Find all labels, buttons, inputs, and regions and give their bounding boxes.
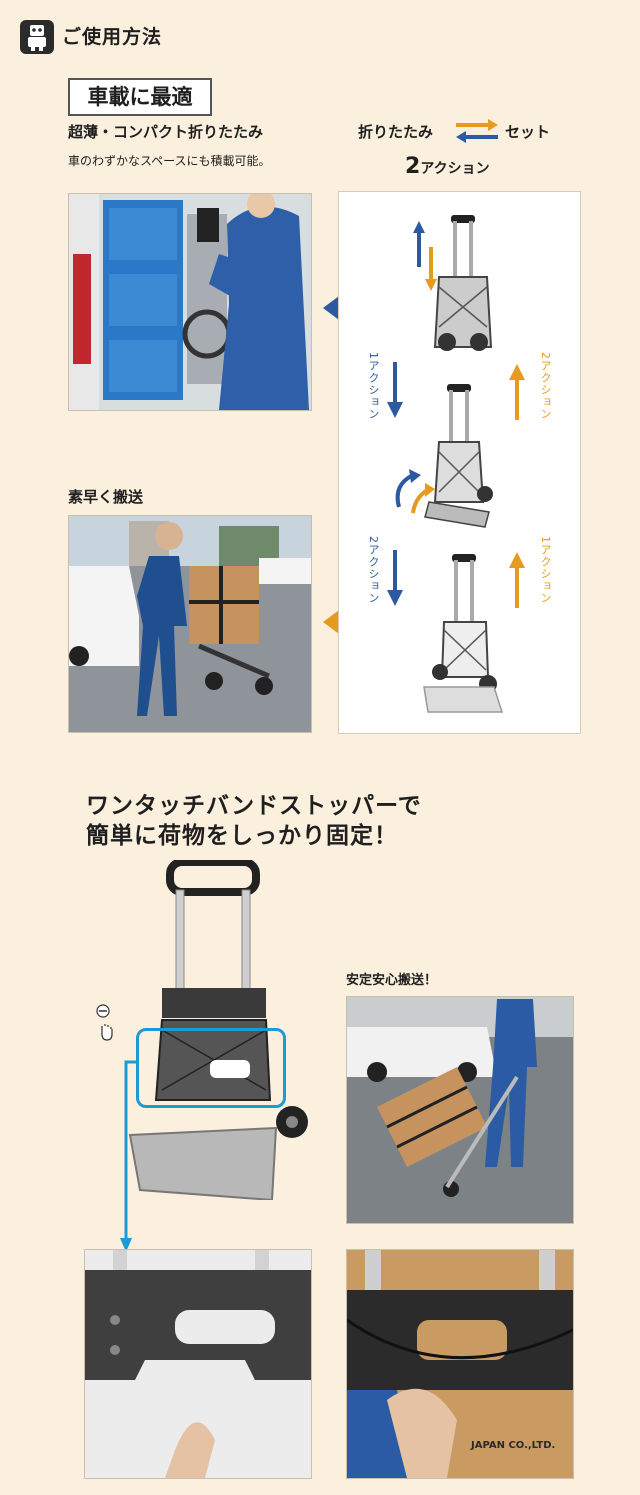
robot-icon	[20, 20, 54, 54]
connector-arrow-icon	[120, 1060, 136, 1252]
step-label-left-top: 1アクション	[367, 352, 380, 420]
section-title-box: 車載に最適	[68, 78, 212, 116]
rotate-arrows-icon	[395, 469, 435, 514]
page-title: ご使用方法	[62, 26, 163, 48]
zoom-cursor-icon	[96, 1004, 113, 1041]
folded-cart-icon	[413, 215, 493, 351]
safe-transport-label: 安定安心搬送！	[346, 973, 438, 988]
description: 車のわずかなスペースにも積載可能。	[68, 154, 271, 168]
pulling-cart-photo	[346, 996, 574, 1224]
swap-arrows-icon	[454, 117, 500, 145]
box-brand-text: JAPAN CO.,LTD.	[471, 1440, 556, 1451]
arrow-down-blue-icon	[387, 362, 403, 418]
folding-steps-panel: 1アクション 2アクション 2アクション 1アクション	[338, 191, 581, 734]
parking-lot-photo	[68, 515, 312, 733]
set-label: セット	[505, 123, 551, 141]
open-cart-icon	[423, 554, 504, 713]
subtitle: 超薄・コンパクト折りたたみ	[68, 123, 264, 141]
band-box-closeup-photo: JAPAN CO.,LTD.	[346, 1249, 574, 1479]
arrow-down-blue-icon-2	[387, 550, 403, 606]
quick-transport-label: 素早く搬送	[68, 488, 144, 506]
stopper-closeup-photo	[84, 1249, 312, 1479]
arrow-up-orange-icon	[509, 364, 525, 420]
cart-band-stopper-image	[128, 860, 308, 1200]
headline-line2: 簡単に荷物をしっかり固定！	[86, 823, 398, 849]
stopper-highlight-box	[136, 1028, 286, 1108]
headline-line1: ワンタッチバンドストッパーで	[86, 793, 422, 819]
action-number: 2	[405, 154, 421, 179]
car-loading-photo	[68, 193, 312, 411]
step-label-left-bottom: 2アクション	[367, 536, 380, 604]
fold-label: 折りたたみ	[358, 123, 434, 141]
step-label-right-bottom: 1アクション	[539, 536, 552, 604]
action-suffix: アクション	[420, 161, 490, 177]
half-folded-cart-icon	[424, 384, 493, 528]
step-label-right-top: 2アクション	[539, 352, 552, 420]
action-count: 2アクション	[405, 154, 490, 179]
arrow-up-orange-icon-2	[509, 552, 525, 608]
